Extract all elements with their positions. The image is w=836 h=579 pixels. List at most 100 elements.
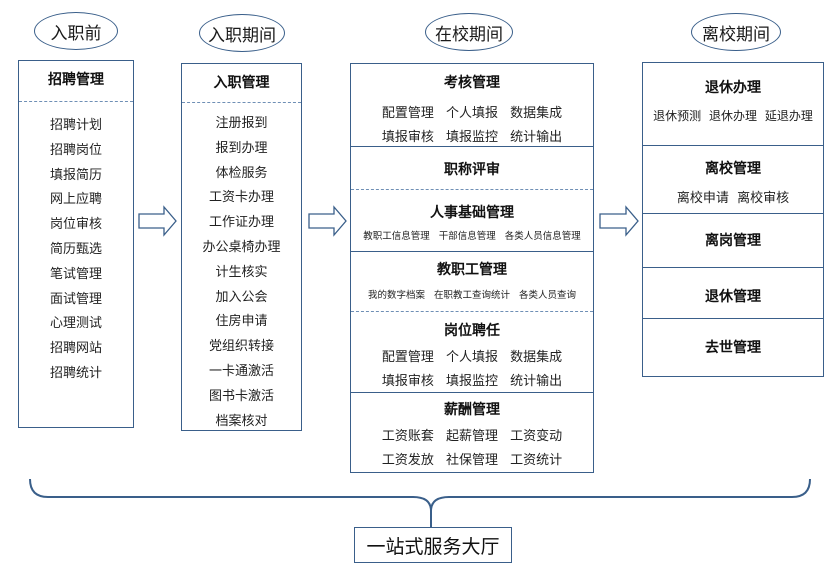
section-divider bbox=[351, 311, 593, 312]
onboard-item: 住房申请 bbox=[215, 314, 268, 330]
post-leave-section: 离岗管理 bbox=[643, 214, 823, 267]
leave-mgmt-row: 离校申请 离校审核 bbox=[643, 187, 823, 206]
salary-row: 工资发放 社保管理 工资统计 bbox=[351, 449, 593, 468]
assessment-item: 填报审核 bbox=[381, 130, 434, 145]
recruit-item: 心理测试 bbox=[49, 316, 102, 332]
school-column: 考核管理 配置管理 个人填报 数据集成 填报审核 填报监控 统计输出 职称评审 … bbox=[350, 63, 594, 473]
assessment-row: 填报审核 填报监控 统计输出 bbox=[351, 126, 593, 145]
post-row: 填报审核 填报监控 统计输出 bbox=[351, 370, 593, 389]
phase-at-school: 在校期间 bbox=[425, 13, 513, 51]
staff-item: 在职教工查询统计 bbox=[433, 290, 510, 301]
salary-item: 工资发放 bbox=[381, 453, 434, 468]
retire-process-title: 退休办理 bbox=[705, 80, 761, 96]
hr-basic-item: 教职工信息管理 bbox=[363, 231, 430, 242]
post-title: 岗位聘任 bbox=[444, 323, 500, 339]
recruit-item: 招聘岗位 bbox=[49, 142, 102, 158]
service-brace bbox=[29, 478, 811, 512]
recruit-item: 招聘统计 bbox=[49, 365, 102, 381]
recruit-item: 填报简历 bbox=[49, 167, 102, 183]
onboard-item: 计生核实 bbox=[215, 264, 268, 280]
section-divider bbox=[351, 189, 593, 190]
staff-title: 教职工管理 bbox=[437, 262, 507, 278]
assessment-item: 个人填报 bbox=[445, 106, 498, 121]
retire-mgmt-title: 退休管理 bbox=[705, 289, 761, 305]
onboard-item: 报到办理 bbox=[215, 140, 268, 156]
salary-item: 工资账套 bbox=[381, 429, 434, 444]
recruit-item: 笔试管理 bbox=[49, 266, 102, 282]
post-item: 数据集成 bbox=[510, 350, 563, 365]
onboard-divider bbox=[182, 102, 301, 103]
phase-during-entry: 入职期间 bbox=[199, 14, 285, 52]
onboard-item: 注册报到 bbox=[215, 116, 268, 131]
title-review-title: 职称评审 bbox=[444, 162, 500, 178]
retire-process-item: 延退办理 bbox=[764, 109, 813, 123]
hr-basic-title: 人事基础管理 bbox=[430, 205, 514, 221]
staff-section: 教职工管理 我的数字档案 在职教工查询统计 各类人员查询 bbox=[351, 252, 593, 311]
section-divider bbox=[643, 318, 823, 319]
post-item: 填报审核 bbox=[381, 374, 434, 389]
section-divider bbox=[643, 145, 823, 146]
leave-column: 退休办理 退休预测 退休办理 延退办理 离校管理 离校申请 离校审核 离岗管理 … bbox=[642, 62, 824, 377]
assessment-section: 考核管理 配置管理 个人填报 数据集成 填报审核 填报监控 统计输出 bbox=[351, 64, 593, 146]
phase-before-entry: 入职前 bbox=[34, 12, 118, 50]
retire-process-section: 退休办理 退休预测 退休办理 延退办理 bbox=[643, 63, 823, 145]
post-item: 统计输出 bbox=[510, 374, 563, 389]
assessment-title: 考核管理 bbox=[444, 75, 500, 91]
section-divider bbox=[351, 392, 593, 393]
right-arrow-icon bbox=[308, 205, 347, 237]
staff-item: 各类人员查询 bbox=[519, 290, 577, 301]
section-divider bbox=[643, 267, 823, 268]
section-divider bbox=[643, 213, 823, 214]
staff-item: 我的数字档案 bbox=[367, 290, 425, 301]
recruit-item: 网上应聘 bbox=[49, 192, 102, 208]
assessment-item: 统计输出 bbox=[510, 130, 563, 145]
salary-row: 工资账套 起薪管理 工资变动 bbox=[351, 425, 593, 444]
post-item: 填报监控 bbox=[445, 374, 498, 389]
salary-item: 工资统计 bbox=[510, 453, 563, 468]
retire-process-row: 退休预测 退休办理 延退办理 bbox=[643, 107, 823, 124]
leave-mgmt-section: 离校管理 离校申请 离校审核 bbox=[643, 146, 823, 213]
salary-item: 起薪管理 bbox=[445, 429, 498, 444]
hr-basic-row: 教职工信息管理 干部信息管理 各类人员信息管理 bbox=[351, 228, 593, 242]
right-arrow-icon bbox=[138, 205, 177, 237]
onboard-item: 一卡通激活 bbox=[208, 363, 274, 379]
onboard-title: 入职管理 bbox=[213, 75, 270, 91]
recruit-column: 招聘管理 招聘计划 招聘岗位 填报简历 网上应聘 岗位审核 简历甄选 笔试管理 … bbox=[18, 60, 134, 428]
deceased-title: 去世管理 bbox=[705, 340, 761, 356]
section-divider bbox=[351, 251, 593, 252]
recruit-title: 招聘管理 bbox=[48, 72, 104, 88]
salary-item: 工资变动 bbox=[510, 429, 563, 444]
phase-leaving: 离校期间 bbox=[691, 13, 781, 51]
salary-section: 薪酬管理 工资账套 起薪管理 工资变动 工资发放 社保管理 工资统计 bbox=[351, 393, 593, 471]
onboard-list: 注册报到 报到办理 体检服务 工资卡办理 工作证办理 办公桌椅办理 计生核实 加… bbox=[182, 112, 301, 434]
post-section: 岗位聘任 配置管理 个人填报 数据集成 填报审核 填报监控 统计输出 bbox=[351, 312, 593, 392]
recruit-item: 面试管理 bbox=[49, 291, 102, 307]
recruit-item: 招聘网站 bbox=[49, 341, 102, 357]
recruit-item: 简历甄选 bbox=[49, 241, 102, 257]
assessment-item: 配置管理 bbox=[381, 106, 434, 121]
service-hall-box: 一站式服务大厅 bbox=[354, 527, 512, 563]
hr-basic-section: 人事基础管理 教职工信息管理 干部信息管理 各类人员信息管理 bbox=[351, 190, 593, 251]
assessment-item: 数据集成 bbox=[510, 106, 563, 121]
post-row: 配置管理 个人填报 数据集成 bbox=[351, 346, 593, 365]
onboard-item: 档案核对 bbox=[215, 413, 268, 429]
retire-mgmt-section: 退休管理 bbox=[643, 268, 823, 318]
onboard-item: 工作证办理 bbox=[208, 215, 274, 231]
post-item: 个人填报 bbox=[445, 350, 498, 365]
hr-basic-item: 各类人员信息管理 bbox=[504, 231, 581, 242]
leave-mgmt-item: 离校申请 bbox=[676, 191, 729, 206]
onboard-item: 办公桌椅办理 bbox=[202, 239, 281, 255]
post-leave-title: 离岗管理 bbox=[705, 233, 761, 249]
retire-process-item: 退休预测 bbox=[653, 109, 702, 123]
leave-mgmt-title: 离校管理 bbox=[705, 161, 761, 177]
assessment-row: 配置管理 个人填报 数据集成 bbox=[351, 102, 593, 121]
onboard-column: 入职管理 注册报到 报到办理 体检服务 工资卡办理 工作证办理 办公桌椅办理 计… bbox=[181, 63, 302, 431]
title-review-section: 职称评审 bbox=[351, 147, 593, 189]
section-divider bbox=[351, 146, 593, 147]
recruit-item: 岗位审核 bbox=[49, 217, 102, 233]
leave-mgmt-item: 离校审核 bbox=[737, 191, 790, 206]
right-arrow-icon bbox=[599, 205, 639, 237]
onboard-item: 体检服务 bbox=[215, 165, 268, 181]
post-item: 配置管理 bbox=[381, 350, 434, 365]
